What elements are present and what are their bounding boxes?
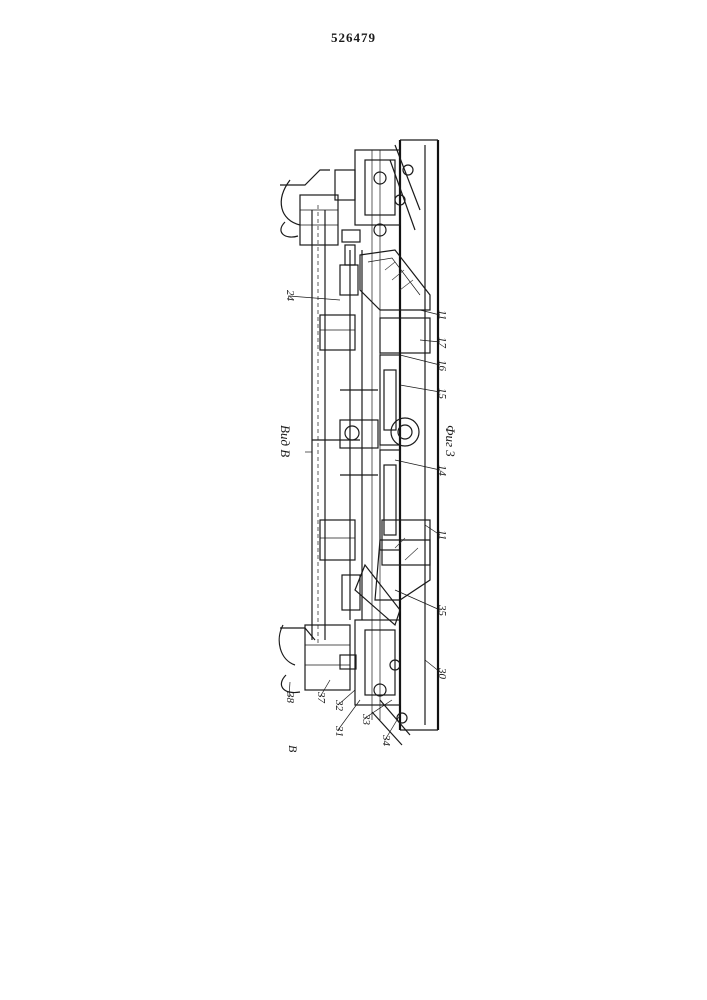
- callout-leaders: [0, 0, 707, 1000]
- drawing-sheet: 526479: [0, 0, 707, 1000]
